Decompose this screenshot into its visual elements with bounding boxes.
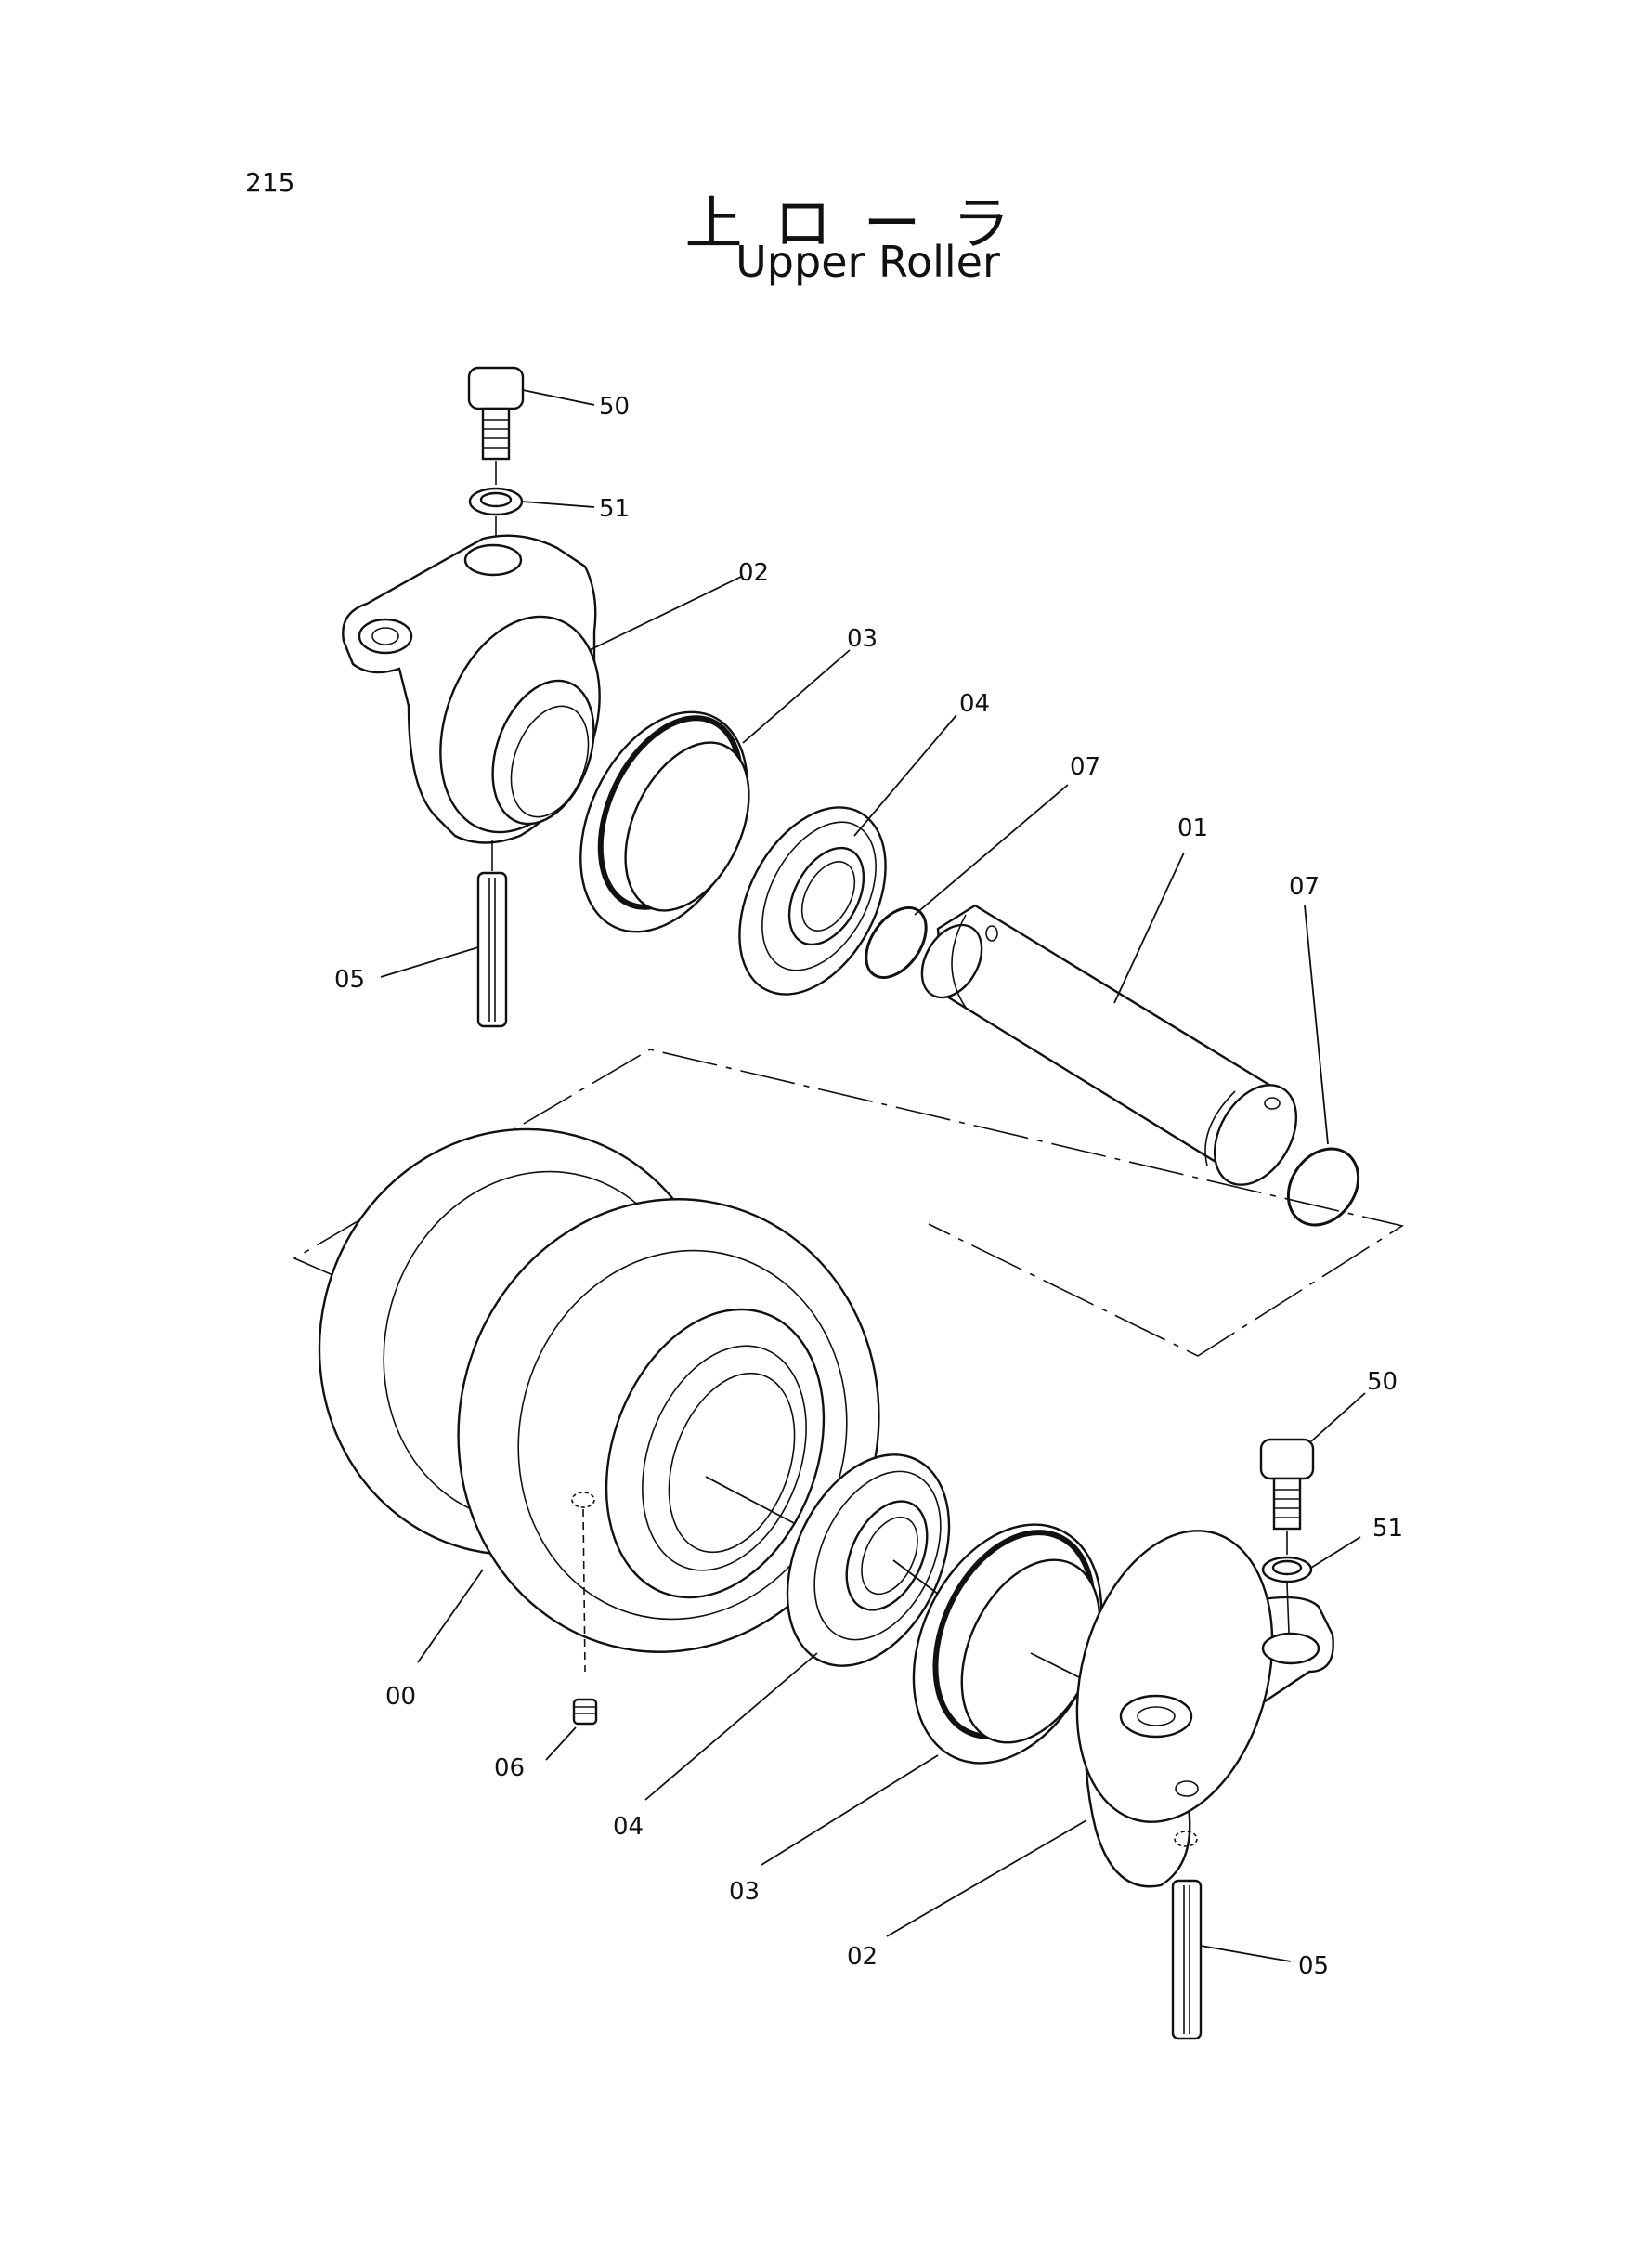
shaft: [920, 904, 1298, 1186]
callout-bearing-bottom: 04: [613, 1813, 644, 1841]
callout-washer-bottom: 51: [1372, 1515, 1403, 1543]
callout-pin-top: 05: [334, 966, 365, 994]
callout-oring-right: 07: [1289, 873, 1320, 901]
callout-roller: 00: [385, 1683, 416, 1711]
callout-bracket-bottom: 02: [847, 1943, 878, 1971]
roller: [318, 1127, 880, 1653]
pin-bottom: [1171, 1879, 1203, 2040]
callout-bearing-top: 04: [959, 690, 990, 718]
callout-pin-bottom: 05: [1298, 1952, 1329, 1980]
page-number: 215: [245, 167, 295, 198]
callout-shaft: 01: [1177, 814, 1208, 842]
callout-bracket-top: 02: [738, 559, 769, 587]
plug: [572, 1698, 598, 1726]
callout-washer-top: 51: [599, 495, 630, 523]
pin-top: [476, 871, 508, 1028]
title-english: Upper Roller: [735, 237, 1000, 287]
bracket-top: [342, 534, 601, 844]
callout-bolt-bottom: 50: [1367, 1368, 1398, 1396]
title-japanese: 上ローラ: [684, 189, 1042, 257]
bolt-top: [467, 366, 525, 461]
seal-bottom: [912, 1523, 1103, 1765]
callout-oring-left: 07: [1070, 753, 1100, 781]
oring-right: [1286, 1147, 1360, 1227]
callout-seal-top: 03: [847, 625, 878, 653]
callout-plug: 06: [494, 1754, 525, 1782]
seal-top: [579, 710, 750, 933]
washer-top: [468, 487, 524, 516]
bearing-top: [738, 806, 887, 996]
assembly-guide-line: [293, 1049, 1405, 1357]
bracket-bottom: [1075, 1530, 1334, 1888]
callout-bolt-top: 50: [599, 393, 630, 421]
callout-seal-bottom: 03: [729, 1878, 760, 1906]
bolt-bottom: [1259, 1438, 1315, 1531]
washer-bottom: [1261, 1556, 1313, 1583]
bearing-bottom: [786, 1453, 951, 1667]
